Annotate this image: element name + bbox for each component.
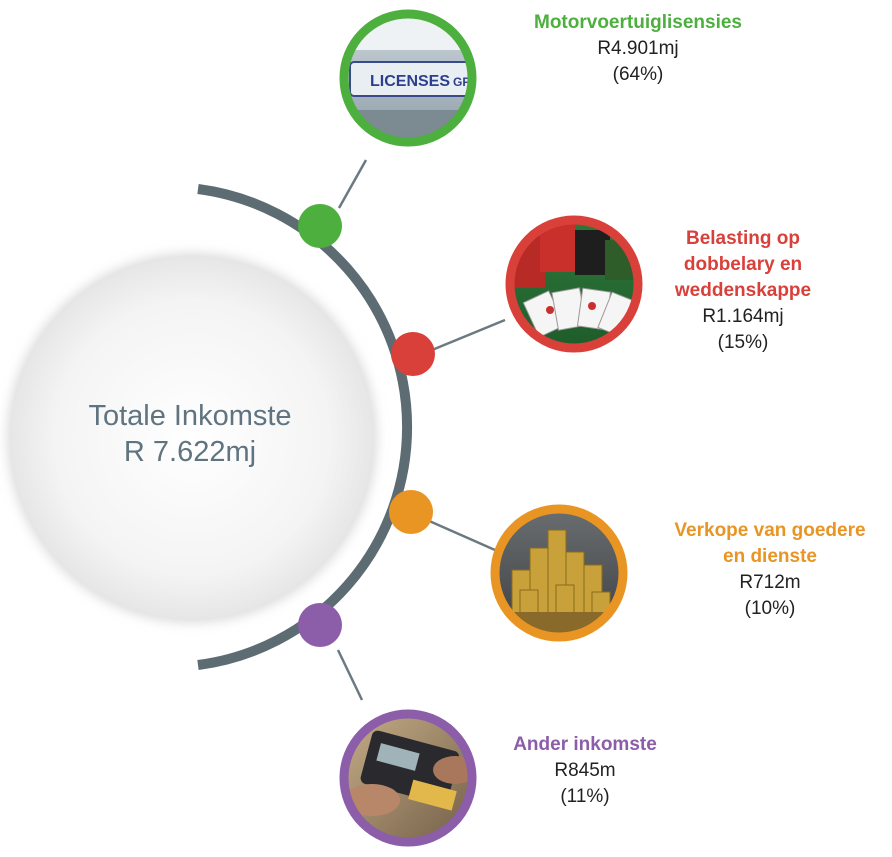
node-dot-gambling: [391, 332, 435, 376]
card-payment-terminal-photo: [339, 709, 477, 847]
license-plate-photo: LICENSES GP: [339, 9, 477, 147]
connector-line-4: [336, 649, 364, 701]
item-title-line: en dienste: [723, 546, 817, 567]
item-label-motor: Motorvoertuiglisensies R4.901mj (64%): [488, 10, 788, 88]
item-percent: (11%): [560, 786, 610, 807]
item-amount: R712m: [739, 572, 801, 593]
casino-chips-cards-photo: [505, 215, 643, 353]
main-arc: [197, 184, 413, 670]
node-dot-other: [298, 603, 342, 647]
item-label-other: Ander inkomste R845m (11%): [480, 732, 690, 810]
item-title-line: weddenskappe: [674, 280, 812, 301]
item-percent: (15%): [717, 332, 769, 353]
item-title-line: Ander inkomste: [513, 734, 657, 755]
item-title-line: dobbelary en: [683, 254, 803, 275]
item-percent: (10%): [744, 598, 796, 619]
svg-text:LICENSES: LICENSES: [370, 73, 450, 90]
item-amount: R1.164mj: [702, 306, 784, 327]
node-dot-motor: [298, 204, 342, 248]
item-title-line: Motorvoertuiglisensies: [534, 12, 742, 33]
item-title-line: Belasting op: [685, 228, 800, 249]
gold-coins-photo: [490, 504, 628, 642]
center-circle: [10, 256, 374, 620]
item-label-sales: Verkope van goedere en dienste R712m (10…: [650, 518, 890, 622]
connector-line-1: [337, 159, 368, 209]
item-label-gambling: Belasting op dobbelary en weddenskappe R…: [648, 226, 838, 356]
connector-line-3: [426, 518, 496, 552]
item-amount: R4.901mj: [597, 38, 679, 59]
total-title: Totale Inkomste: [88, 400, 292, 432]
svg-text:GP: GP: [453, 75, 470, 89]
item-amount: R845m: [554, 760, 616, 781]
item-title-line: Verkope van goedere: [674, 520, 866, 541]
connector-line-2: [431, 318, 506, 352]
total-label: Totale Inkomste R 7.622mj: [30, 398, 350, 470]
total-value: R 7.622mj: [123, 436, 257, 468]
node-dot-sales: [389, 490, 433, 534]
item-percent: (64%): [612, 64, 664, 85]
